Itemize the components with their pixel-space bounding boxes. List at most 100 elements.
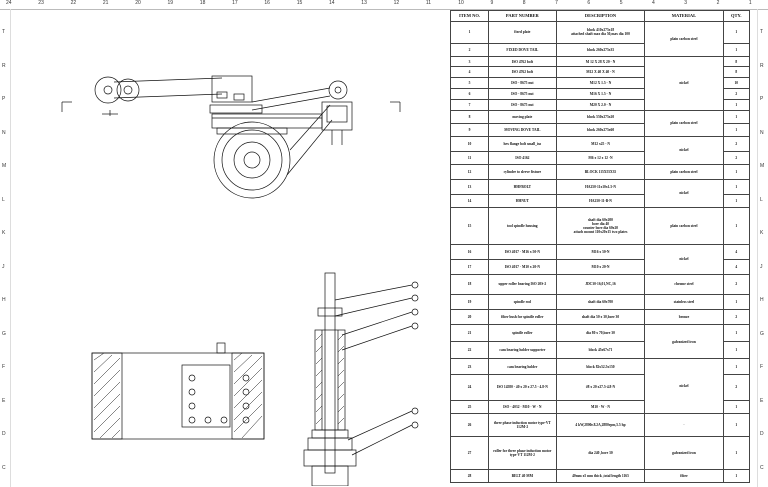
cell-material: galvanized iron: [644, 323, 724, 360]
ruler-tick-label: F: [2, 364, 6, 370]
cell-item-no: 13: [449, 178, 490, 196]
cell-qty: 8: [722, 66, 751, 79]
cell-qty: 1: [722, 163, 751, 180]
cell-item-no: 2: [449, 42, 490, 57]
ruler-tick-label: F: [760, 364, 764, 370]
cell-item-no: 5: [449, 77, 490, 90]
cell-qty: 1: [722, 436, 751, 470]
cell-description: M16 X 1.5 - N: [555, 88, 646, 100]
ruler-tick-label: K: [760, 230, 764, 236]
cell-part-number: upper roller bearing ISO 20S-2: [488, 274, 557, 295]
ruler-tick-label: C: [2, 464, 6, 471]
ruler-tick-label: J: [760, 263, 763, 270]
cell-material: plain carbon steel: [644, 207, 724, 245]
cell-material: stainless steel: [644, 293, 724, 310]
cell-material: plain carbon steel: [644, 163, 724, 180]
cell-qty: 1: [722, 109, 751, 124]
cell-description: shaft dia 60x700: [555, 293, 646, 310]
cell-part-number: BELT 40 MM: [488, 468, 557, 484]
ruler-tick-label: 5: [619, 0, 623, 6]
cell-part-number: MOVING DOVE TAIL: [488, 122, 557, 137]
cell-qty: 1: [722, 207, 751, 245]
ruler-tick-label: D: [2, 431, 6, 437]
ruler-tick-label: T: [2, 29, 6, 35]
cell-description: M12 x25 - N: [555, 135, 646, 152]
cell-part-number: HHFBOLT: [488, 178, 557, 196]
cell-qty: 1: [722, 293, 751, 310]
ruler-tick-label: M: [2, 163, 7, 169]
cell-material: nickel: [644, 178, 724, 209]
cell-part-number: moving plate: [488, 109, 557, 124]
cell-part-number: tool spindle housing: [488, 207, 557, 245]
cell-item-no: 1: [449, 21, 490, 44]
cell-qty: 1: [722, 98, 751, 111]
cell-qty: 2: [722, 274, 751, 295]
ruler-tick-label: 17: [232, 0, 238, 6]
cell-description: M 12 X 28 X 20 - N: [555, 55, 646, 68]
cell-item-no: 23: [449, 358, 490, 375]
cell-item-no: 17: [449, 258, 490, 276]
ruler-tick-label: M: [760, 163, 765, 169]
cell-qty: 1: [722, 412, 751, 438]
cell-description: block 82x52.5x150: [555, 358, 646, 375]
ruler-tick-label: 4: [652, 0, 655, 6]
cell-qty: 2: [722, 308, 751, 325]
cell-material: nickel: [644, 243, 724, 276]
cell-qty: 1: [722, 341, 751, 360]
cell-item-no: 15: [449, 207, 490, 245]
cell-qty: 1: [722, 178, 751, 196]
cell-part-number: HHNUT: [488, 194, 557, 209]
ruler-tick-label: 9: [490, 0, 494, 6]
cell-item-no: 14: [449, 194, 490, 209]
cell-qty: 10: [722, 77, 751, 90]
cell-description: M16 x 50-N: [555, 243, 646, 260]
cell-part-number: ISO 4762 bolt: [488, 66, 557, 79]
ruler-tick-label: 14: [329, 0, 335, 6]
cell-item-no: 22: [449, 341, 490, 360]
ruler-tick-label: 24: [6, 0, 12, 6]
ruler-tick-label: 10: [458, 0, 464, 6]
cell-part-number: ISO 4017 - M16 x 50-N: [488, 243, 557, 260]
cell-description: block 45x67x71: [555, 341, 646, 360]
cell-part-number: ISO 14580 - 40 x 20 x 27.5 - 4.8-N: [488, 373, 557, 401]
top-view: [61, 75, 401, 199]
cell-description: #8 x 20 x27.5-4.8-N: [555, 373, 646, 401]
cell-item-no: 10: [449, 135, 490, 152]
cell-item-no: 9: [449, 122, 490, 137]
cell-part-number: FIXED DOVE TAIL: [488, 42, 557, 57]
cell-description: M10 - W - N: [555, 399, 646, 414]
ruler-tick-label: 23: [38, 0, 44, 6]
ruler-tick-label: 2: [716, 0, 720, 6]
cell-description: block 410x275x18 attached shaft max dia …: [555, 21, 646, 44]
header-description: DESCRIPTION: [555, 10, 646, 22]
cell-part-number: roller for three phase induction motor t…: [488, 436, 557, 470]
cell-item-no: 7: [449, 98, 490, 111]
header-item-no: ITEM NO.: [449, 10, 490, 22]
cell-qty: 2: [722, 135, 751, 152]
cell-description: block 260x275x35: [555, 42, 646, 57]
ruler-tick-label: G: [760, 330, 764, 337]
header-part-number: PART NUMBER: [488, 10, 557, 22]
ruler-tick-label: 20: [135, 0, 141, 6]
cell-description: block 260x275x60: [555, 122, 646, 137]
cell-description: dia 80 x 70,bore 30: [555, 323, 646, 343]
ruler-tick-label: R: [760, 62, 764, 69]
cell-qty: 1: [722, 194, 751, 209]
ruler-tick-label: L: [760, 196, 763, 203]
assembly-drawing: [61, 75, 419, 486]
cell-description: HA250-11-B-N: [555, 194, 646, 209]
cell-part-number: ISO - 8675 nut: [488, 98, 557, 111]
